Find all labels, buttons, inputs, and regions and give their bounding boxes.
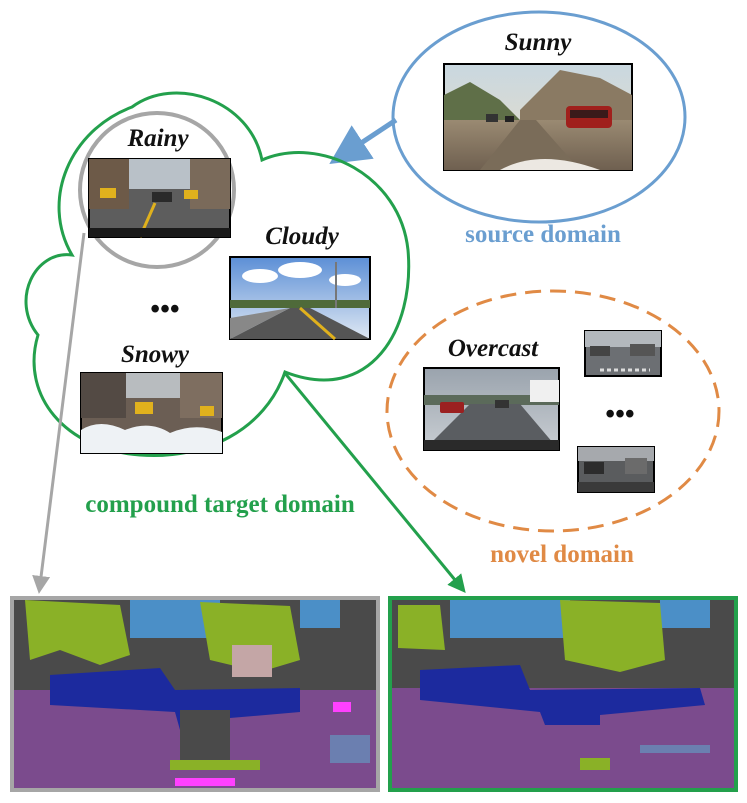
source-domain-label: source domain: [465, 221, 621, 248]
rainy-photo: [88, 158, 231, 238]
compound-domain-label: compound target domain: [85, 491, 355, 518]
segmentation-map-left: [10, 596, 380, 792]
sunny-photo: [443, 63, 633, 171]
overcast-label: Overcast: [448, 335, 539, 362]
cloudy-label: Cloudy: [265, 223, 340, 250]
novel-ellipsis: •••: [605, 399, 634, 430]
compound-ellipsis: •••: [150, 294, 179, 325]
cloudy-photo: [229, 256, 371, 341]
rainy-to-left-map-arrow: [32, 232, 86, 594]
novel-thumb-top: [584, 330, 662, 377]
overcast-photo: [423, 367, 560, 451]
sunny-label: Sunny: [505, 29, 573, 56]
compound-domain-cloud: [24, 91, 411, 458]
compound-to-right-map-arrow: [282, 371, 466, 593]
segmentation-map-right: [388, 596, 738, 792]
source-to-compound-arrow: [329, 117, 398, 165]
snowy-label: Snowy: [121, 341, 190, 368]
rainy-circle: [78, 111, 236, 269]
rainy-label: Rainy: [126, 125, 189, 152]
source-domain-ellipse: [391, 10, 687, 224]
novel-domain-ellipse: [385, 289, 721, 533]
snowy-photo: [80, 372, 223, 454]
novel-domain-label: novel domain: [490, 541, 634, 568]
novel-thumb-bottom: [577, 446, 655, 493]
